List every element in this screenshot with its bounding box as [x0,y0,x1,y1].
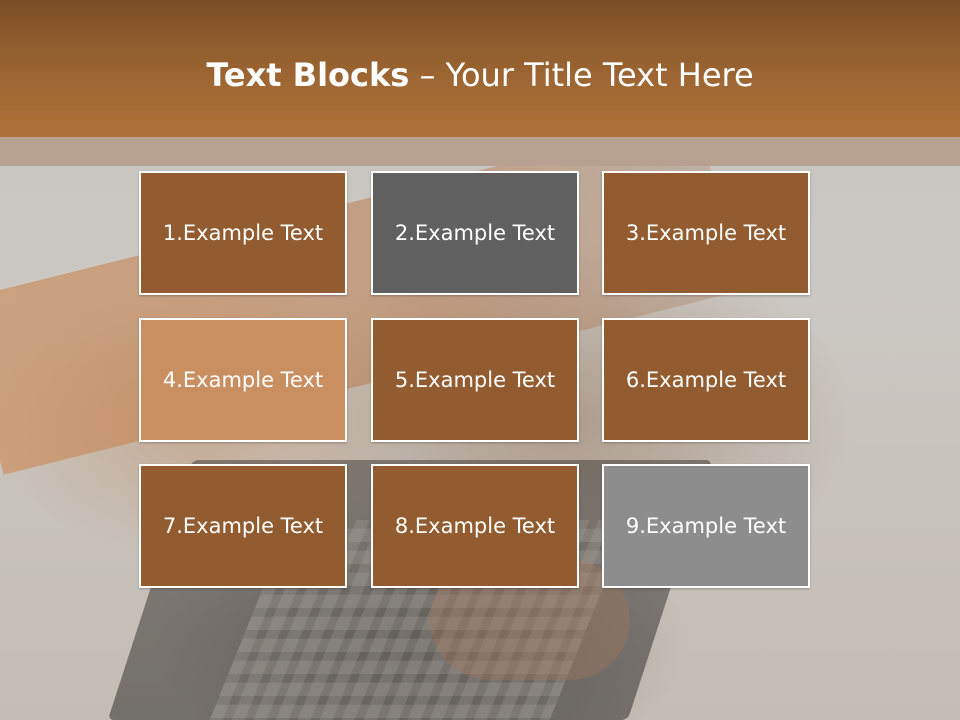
text-block-6[interactable]: 6.Example Text [602,318,810,442]
text-blocks-grid: 1.Example Text 2.Example Text 3.Example … [139,171,815,593]
text-block-2[interactable]: 2.Example Text [371,171,579,295]
text-block-5[interactable]: 5.Example Text [371,318,579,442]
title-bold-part: Text Blocks [206,56,410,94]
header-accent-band [0,137,960,166]
title-main-part: Your Title Text Here [445,56,754,94]
text-block-7[interactable]: 7.Example Text [139,464,347,588]
text-block-3[interactable]: 3.Example Text [602,171,810,295]
text-block-1[interactable]: 1.Example Text [139,171,347,295]
slide-title: Text Blocks – Your Title Text Here [0,52,960,98]
title-separator: – [419,56,436,94]
title-header-bar [0,0,960,137]
text-block-8[interactable]: 8.Example Text [371,464,579,588]
text-block-4[interactable]: 4.Example Text [139,318,347,442]
text-block-9[interactable]: 9.Example Text [602,464,810,588]
